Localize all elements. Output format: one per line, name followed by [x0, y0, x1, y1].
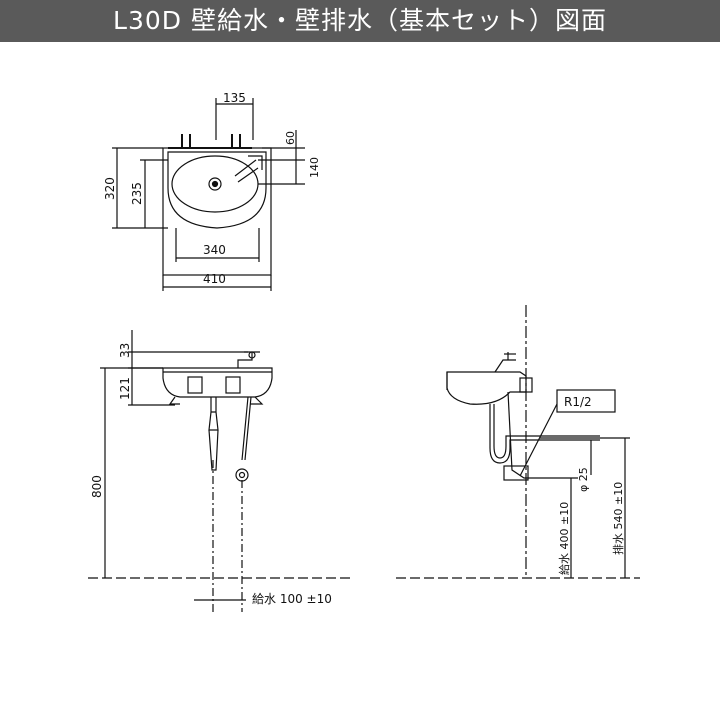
basin-bowl — [167, 151, 267, 229]
supply-height: 給水 400 ±10 — [557, 502, 571, 575]
dim-121: 121 — [118, 377, 132, 400]
side-supply — [507, 391, 530, 479]
p-trap — [489, 404, 540, 464]
dim-33: 33 — [118, 343, 132, 358]
front-drain-pipe — [208, 397, 219, 471]
drain-hole — [208, 177, 222, 191]
title-bar: L30D 壁給水・壁排水（基本セット）図面 — [0, 0, 720, 42]
faucet-top — [234, 155, 263, 183]
dim-140: 140 — [308, 157, 321, 178]
side-faucet — [494, 352, 516, 373]
front-supply-pipe — [241, 396, 252, 461]
side-view: R1/2 φ 25 給水 400 ±10 排水 540 ±10 — [396, 305, 640, 579]
supply-offset-label: 給水 100 ±10 — [252, 592, 332, 606]
dim-235: 235 — [130, 182, 144, 205]
dim-410: 410 — [203, 272, 226, 286]
front-view: 33 121 800 給水 100 ±10 — [88, 330, 352, 612]
side-basin — [446, 371, 527, 405]
dim-60: 60 — [284, 131, 297, 145]
drain-height: 排水 540 ±10 — [611, 482, 625, 555]
dim-800: 800 — [90, 475, 104, 498]
top-view: 135 60 140 320 235 340 410 — [103, 91, 321, 291]
dim-320: 320 — [103, 177, 117, 200]
thread-label: R1/2 — [564, 395, 592, 409]
technical-drawing: 135 60 140 320 235 340 410 — [88, 91, 640, 612]
dim-phi25: φ 25 — [577, 467, 590, 492]
dim-135: 135 — [223, 91, 246, 105]
dim-340: 340 — [203, 243, 226, 257]
supply-pipes — [181, 134, 241, 148]
drawing-title: L30D 壁給水・壁排水（基本セット）図面 — [113, 6, 607, 35]
thread-label-box — [556, 389, 616, 413]
